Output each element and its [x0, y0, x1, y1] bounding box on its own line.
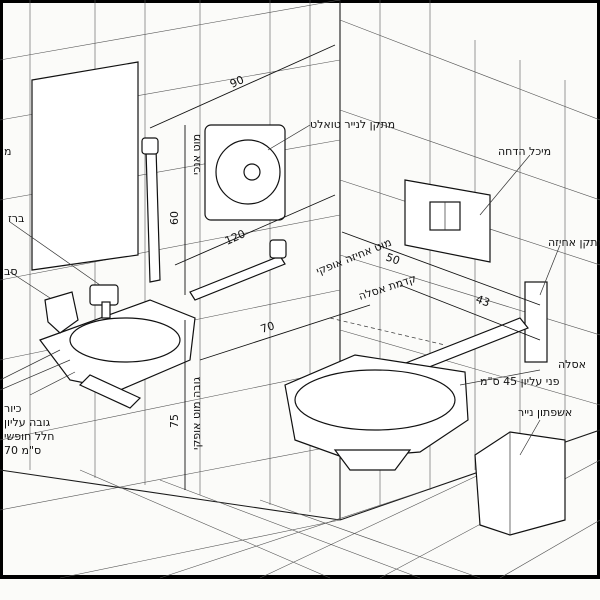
dim-120: 120: [223, 227, 247, 247]
mirror: [31, 61, 139, 271]
label-toilet-paper-dispenser: מתקן לנייר טואלט: [310, 118, 395, 131]
label-soap: סב: [4, 265, 18, 278]
sink: [0, 299, 196, 409]
horizontal-grab-bar: [189, 239, 287, 301]
label-vertical-height: גובה מוט אופקי: [190, 376, 203, 450]
label-sink-1: כיור: [4, 402, 22, 415]
flush-tank-panel: [404, 179, 491, 263]
label-mirror: מ: [4, 145, 11, 158]
dim-75: 75: [168, 414, 181, 428]
vertical-grab-bar: [141, 137, 161, 283]
label-paper-bin: אשפתון נייר: [518, 406, 572, 419]
label-faucet: ברז: [8, 212, 24, 225]
drawing-frame: [0, 0, 600, 578]
label-support-rail: מתקן אחיזה: [548, 236, 600, 249]
dim-60: 60: [168, 211, 181, 225]
dim-43: 43: [474, 293, 492, 310]
toilet: [284, 354, 469, 471]
left-wall-floor-line: [0, 469, 341, 521]
label-flush-tank: מיכל הדחה: [498, 145, 551, 158]
dim-70: 70: [259, 319, 276, 336]
paper-bin: [474, 431, 566, 536]
toilet-paper-dispenser: [204, 124, 286, 221]
label-grab-bar-horizontal: מוט אחיזה אופקי: [314, 236, 393, 278]
label-vertical-bar: מוט אנכי: [190, 134, 203, 175]
soap-dispenser: [44, 291, 79, 334]
leader-lines: [9, 124, 561, 456]
label-sink-4: 70 ס"מ: [4, 444, 41, 457]
label-toilet-height-2: פני עליון 45 ס"מ: [480, 375, 560, 388]
dim-90: 90: [228, 73, 246, 91]
label-sink-3: חלל חופשי: [4, 430, 55, 443]
faucet: [89, 284, 119, 319]
label-sink-2: גובה עליון: [4, 416, 51, 429]
label-toilet-height-1: אסלה: [558, 358, 586, 371]
label-toilet-front: קדמת אסלה: [357, 272, 418, 303]
dimension-lines: [149, 44, 541, 490]
dim-50: 50: [384, 251, 402, 268]
